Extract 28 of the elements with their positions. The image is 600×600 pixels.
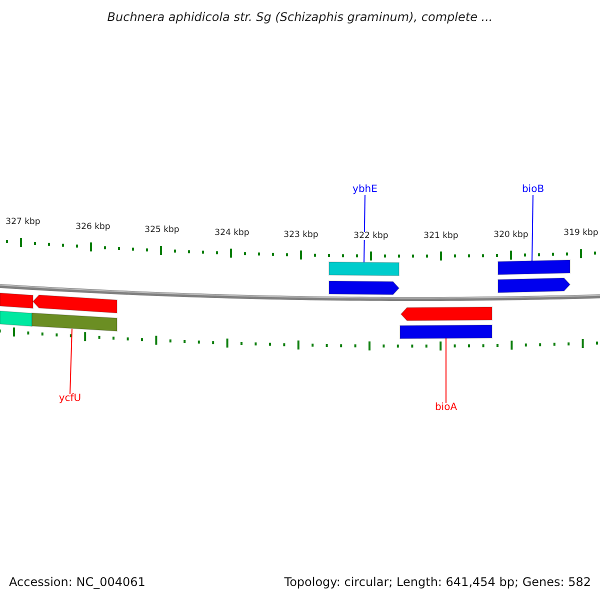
gene-label: bioA xyxy=(434,403,458,413)
accession-text: Accession: NC_004061 xyxy=(9,576,146,588)
gene-bar xyxy=(329,261,399,277)
gene-feature xyxy=(498,277,570,294)
tick-label: 321 kbp xyxy=(424,232,458,240)
leader-line xyxy=(532,194,534,262)
gene-feature xyxy=(329,280,399,296)
gene-bar xyxy=(498,259,570,276)
gene-bar xyxy=(400,324,492,340)
gene-bar xyxy=(0,310,32,328)
tick-label: 325 kbp xyxy=(144,226,180,234)
gene-bar xyxy=(0,292,33,310)
gene-feature xyxy=(401,306,492,322)
gene-bar xyxy=(32,312,117,332)
tick-label: 326 kbp xyxy=(76,222,110,231)
tick-label: 322 kbp xyxy=(354,232,388,240)
tick-label: 324 kbp xyxy=(214,228,250,238)
genome-summary: Topology: circular; Length: 641,454 bp; Genes: 582 xyxy=(284,576,591,588)
gene-label: bioB xyxy=(522,185,544,195)
tick-label: 323 kbp xyxy=(284,230,318,239)
gene-label: ybhE xyxy=(352,185,378,195)
title: Buchnera aphidicola str. Sg (Schizaphis graminum), complete ... xyxy=(106,11,494,23)
tick-label: 320 kbp xyxy=(494,230,528,240)
tick-label: 319 kbp xyxy=(564,229,598,238)
gene-label: ycfU xyxy=(58,394,82,404)
leader-line xyxy=(70,328,72,394)
leader-line xyxy=(364,194,366,263)
tick-label: 327 kbp xyxy=(6,218,40,227)
